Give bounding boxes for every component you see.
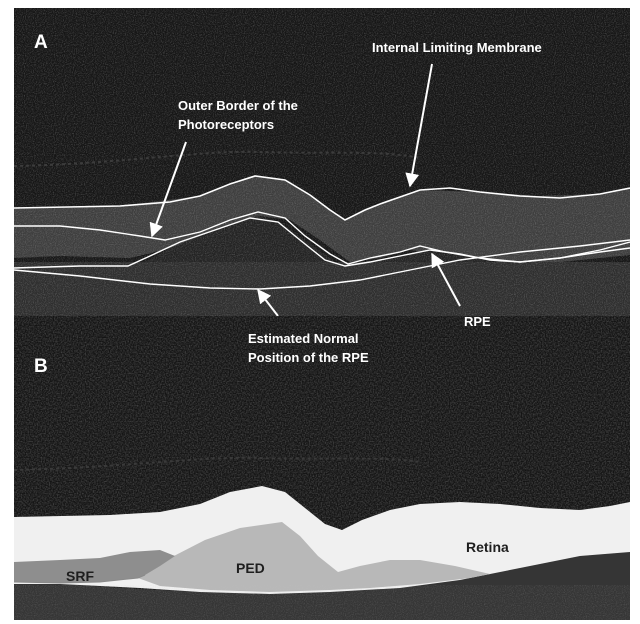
label-outer-border-line1: Outer Border of the xyxy=(178,98,298,113)
label-internal-limiting-membrane: Internal Limiting Membrane xyxy=(372,40,542,55)
label-srf: SRF xyxy=(66,568,94,584)
label-retina: Retina xyxy=(466,539,509,555)
panel-b-letter: B xyxy=(34,356,48,377)
label-outer-border-line2: Photoreceptors xyxy=(178,117,274,132)
label-estimated-line2: Position of the RPE xyxy=(248,350,369,365)
panel-b-speckle-bottom xyxy=(14,585,630,620)
label-rpe: RPE xyxy=(464,314,491,329)
label-estimated-line1: Estimated Normal xyxy=(248,331,359,346)
label-ped: PED xyxy=(236,560,265,576)
panel-a-letter: A xyxy=(34,32,48,53)
